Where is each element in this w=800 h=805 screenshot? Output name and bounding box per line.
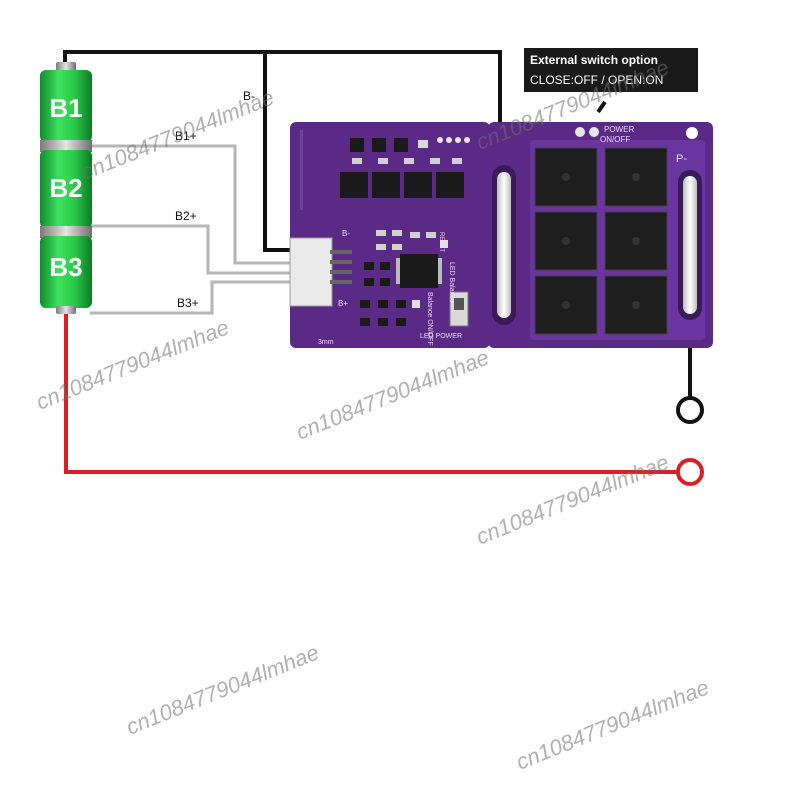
- b2plus-wire: [90, 224, 305, 275]
- watermark: cn1084779044lmhae: [78, 84, 278, 184]
- bminus-pad-label: B-: [342, 229, 350, 238]
- bminus-slot-pad: [497, 172, 511, 318]
- component: [350, 138, 364, 152]
- pminus-slot-pad: [683, 176, 697, 314]
- cell-b2-label: B2: [49, 173, 82, 203]
- positive-terminal: [676, 458, 704, 486]
- cell-top-cap: [56, 62, 76, 72]
- negative-terminal: [676, 396, 704, 424]
- chip: [340, 172, 368, 198]
- watermark: cn1084779044lmhae: [473, 449, 673, 549]
- power-label: POWER: [604, 125, 634, 134]
- positive-wire: [64, 308, 680, 474]
- chip: [404, 172, 432, 198]
- switch-note-line2: CLOSE:OFF / OPEN:ON: [530, 73, 663, 87]
- watermark: cn1084779044lmhae: [123, 639, 323, 739]
- bminus-label: B-: [243, 89, 255, 103]
- component: [418, 140, 428, 148]
- switch-pointer: [596, 100, 607, 114]
- chip: [372, 172, 400, 198]
- mosfet-array: [534, 147, 668, 335]
- cell-b1: [40, 70, 92, 142]
- b1plus-label: B1+: [175, 129, 197, 143]
- size-label: 3mm: [318, 339, 334, 346]
- b2plus-label: B2+: [175, 209, 197, 223]
- pminus-label: P-: [676, 153, 687, 165]
- reset-label: RESET: [438, 232, 444, 252]
- cell-b2: [40, 150, 92, 228]
- switch-pad: [589, 127, 599, 137]
- watermark: cn1084779044lmhae: [293, 344, 493, 444]
- switch-note: External switch option CLOSE:OFF / OPEN:…: [524, 48, 698, 114]
- cell-b3: [40, 236, 92, 308]
- cell-bottom-cap: [56, 306, 76, 314]
- led-balance-label: LED Balance: [448, 262, 455, 303]
- switch-note-line1: External switch option: [530, 53, 658, 67]
- chip: [436, 172, 464, 198]
- led-power-label: LED POWER: [420, 333, 462, 340]
- component: [372, 138, 386, 152]
- balance-switch-knob[interactable]: [454, 298, 464, 310]
- bms-board: POWER ON/OFF P-: [289, 122, 713, 348]
- b3plus-label: B3+: [177, 296, 199, 310]
- switch-note-box: [524, 48, 698, 92]
- balance-onoff-label: Balance ON/OFF: [426, 292, 433, 346]
- watermark: cn1084779044lmhae: [513, 674, 713, 774]
- cell-b2-connector: [40, 226, 92, 238]
- switch-pad: [575, 127, 585, 137]
- battery-pack: B1 B2 B3: [40, 62, 92, 314]
- watermark: cn1084779044lmhae: [33, 314, 233, 414]
- cell-b1-connector: [40, 140, 92, 152]
- bms-ic: [400, 254, 438, 288]
- b1plus-wire: [90, 144, 305, 265]
- component: [394, 138, 408, 152]
- cell-b1-label: B1: [49, 93, 82, 123]
- balance-connector: [289, 237, 333, 307]
- mount-hole: [686, 127, 698, 139]
- onoff-label: ON/OFF: [600, 135, 630, 144]
- cell-b3-label: B3: [49, 252, 82, 282]
- bplus-pad-label: B+: [338, 299, 348, 308]
- b3plus-wire: [90, 280, 305, 315]
